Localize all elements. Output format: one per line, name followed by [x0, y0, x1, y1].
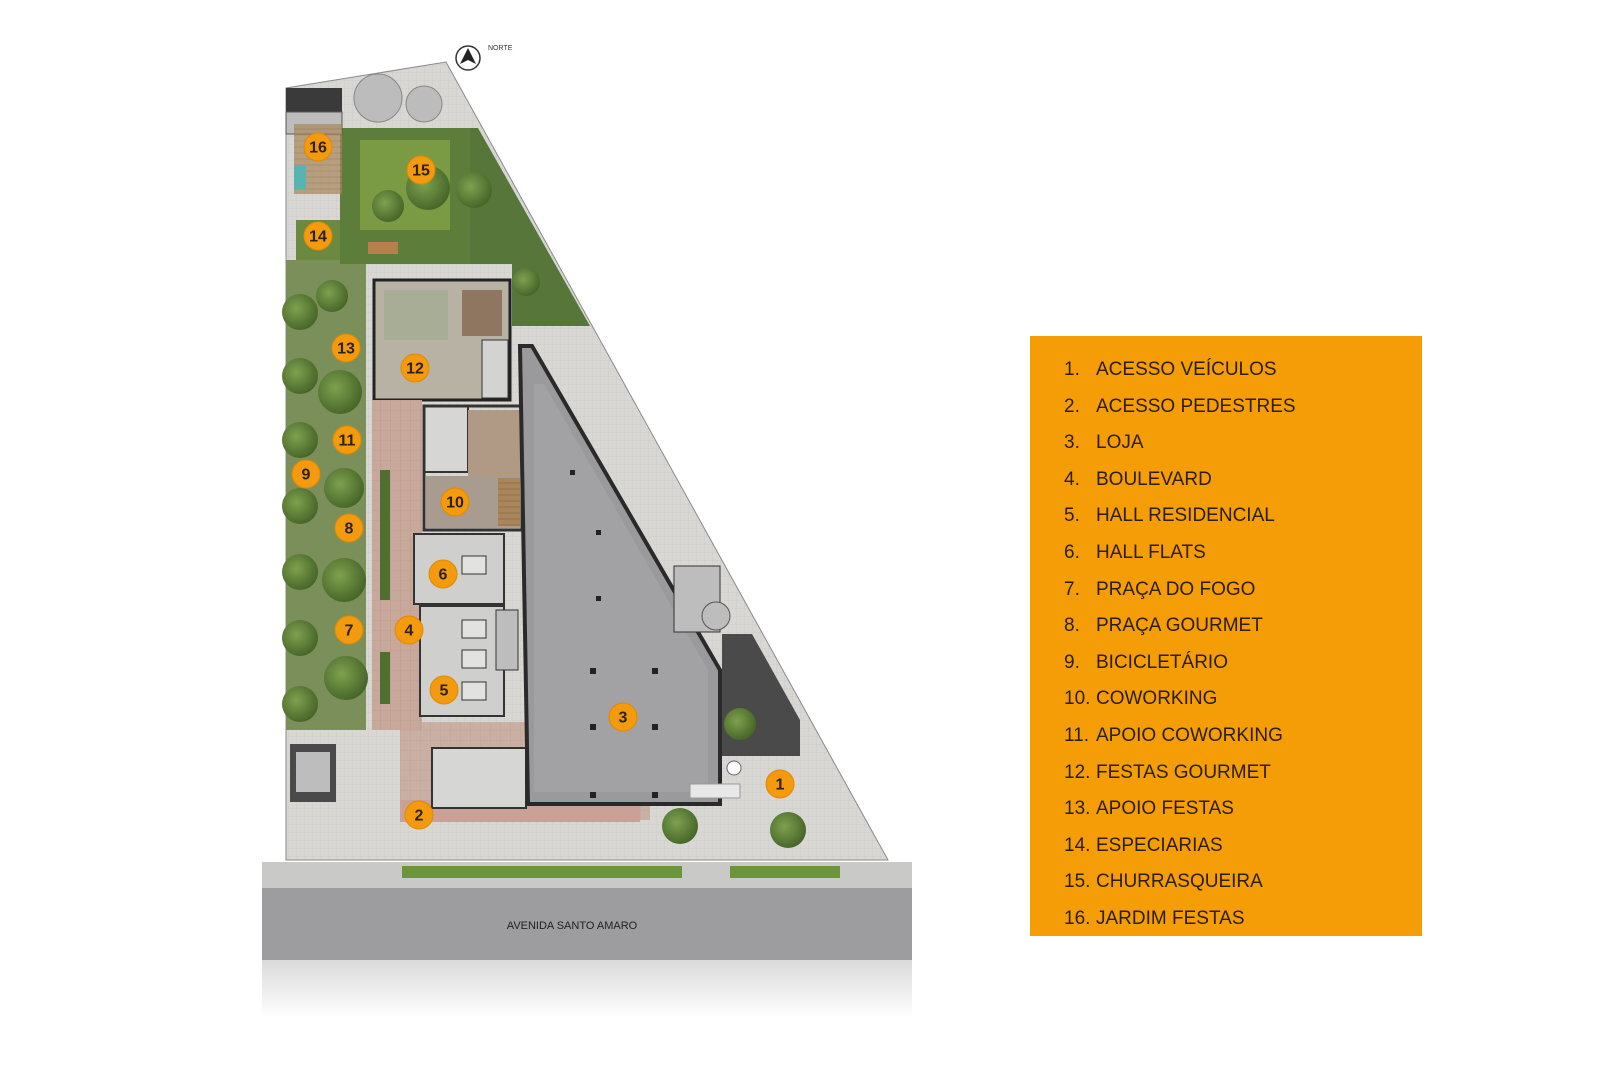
hall-flats-room [413, 533, 505, 605]
elevator [461, 649, 487, 669]
coworking-floor [468, 410, 520, 476]
road-shadow [262, 958, 912, 1018]
loja-interior [534, 384, 708, 792]
east-garden [470, 128, 590, 326]
front-lawn [730, 866, 840, 878]
column [590, 792, 596, 798]
crosswalk [689, 783, 741, 799]
svg-text:10: 10 [446, 495, 464, 512]
stairs [495, 609, 519, 671]
legend-item: 9.BICICLETÁRIO [1064, 651, 1228, 673]
marker-2[interactable]: 2 [404, 800, 434, 830]
legend-item: 8.PRAÇA GOURMET [1064, 615, 1263, 637]
svg-text:3: 3 [619, 710, 628, 727]
marker-1[interactable]: 1 [765, 769, 795, 799]
north-label: NORTE [488, 45, 513, 52]
water-tank-icon [353, 73, 403, 123]
left-utility-inner [296, 752, 330, 792]
column [652, 792, 658, 798]
water-tank-icon [405, 85, 443, 123]
svg-text:16: 16 [309, 140, 327, 157]
marker-13[interactable]: 13 [331, 333, 361, 363]
svg-text:12: 12 [406, 361, 424, 378]
service-block [431, 747, 527, 809]
svg-text:14: 14 [309, 229, 327, 246]
marker-12[interactable]: 12 [400, 353, 430, 383]
legend-item: 1.ACESSO VEÍCULOS [1064, 359, 1277, 380]
tree-row [282, 166, 806, 848]
legend-panel: 1.ACESSO VEÍCULOS 2.ACESSO PEDESTRES 3.L… [1030, 336, 1422, 936]
north-arrow-icon [455, 45, 481, 71]
svg-text:6: 6 [439, 567, 448, 584]
elevator [461, 619, 487, 639]
road [262, 888, 912, 960]
column [570, 470, 575, 475]
marker-9[interactable]: 9 [291, 459, 321, 489]
marker-7[interactable]: 7 [334, 615, 364, 645]
column [652, 668, 658, 674]
planter [380, 470, 390, 600]
marker-16[interactable]: 16 [303, 132, 333, 162]
apoio-festas-room [481, 339, 509, 399]
svg-text:4: 4 [405, 623, 414, 640]
legend-item: 3.LOJA [1064, 432, 1144, 454]
legend-item: 2.ACESSO PEDESTRES [1064, 395, 1296, 417]
column [596, 530, 601, 535]
marker-15[interactable]: 15 [406, 155, 436, 185]
svg-text:9: 9 [302, 467, 311, 484]
apoio-coworking-room [423, 405, 469, 473]
marker-14[interactable]: 14 [303, 221, 333, 251]
legend-item: 4.BOULEVARD [1064, 468, 1212, 490]
planter [380, 652, 390, 704]
bench [368, 242, 398, 254]
svg-text:1: 1 [776, 777, 785, 794]
column [652, 724, 658, 730]
column [590, 724, 596, 730]
svg-text:11: 11 [339, 433, 356, 450]
marker-4[interactable]: 4 [394, 615, 424, 645]
street-label: AVENIDA SANTO AMARO [507, 920, 638, 932]
accessibility-icon [726, 760, 742, 776]
legend-item: 12.FESTAS GOURMET [1064, 761, 1271, 783]
pool-tile [294, 165, 306, 189]
legend-item: 16.JARDIM FESTAS [1064, 907, 1245, 929]
legend-item: 15.CHURRASQUEIRA [1064, 871, 1263, 893]
festas-kitchen [462, 290, 502, 336]
svg-text:2: 2 [415, 808, 424, 825]
legend-item: 13.APOIO FESTAS [1064, 798, 1234, 820]
marker-10[interactable]: 10 [440, 487, 470, 517]
svg-text:7: 7 [345, 623, 354, 640]
legend-item: 10.COWORKING [1064, 688, 1218, 710]
site-plan: AVENIDA SANTO AMARO [262, 45, 912, 1018]
svg-text:8: 8 [345, 521, 354, 538]
tank-icon [701, 601, 731, 631]
coworking-deck [498, 478, 520, 526]
legend-item: 14.ESPECIARIAS [1064, 834, 1223, 856]
column [590, 668, 596, 674]
utility-block [286, 88, 342, 112]
legend-item: 11.APOIO COWORKING [1064, 724, 1283, 746]
legend-item: 6.HALL FLATS [1064, 541, 1206, 563]
svg-text:13: 13 [337, 341, 355, 358]
front-lawn [402, 866, 682, 878]
legend-item: 5.HALL RESIDENCIAL [1064, 505, 1275, 527]
marker-11[interactable]: 11 [332, 425, 362, 455]
marker-8[interactable]: 8 [334, 513, 364, 543]
column [596, 596, 601, 601]
legend-item: 7.PRAÇA DO FOGO [1064, 578, 1256, 600]
elevator [461, 681, 487, 701]
svg-text:5: 5 [440, 683, 449, 700]
marker-6[interactable]: 6 [428, 559, 458, 589]
marker-5[interactable]: 5 [429, 675, 459, 705]
legend-list: 1.ACESSO VEÍCULOS 2.ACESSO PEDESTRES 3.L… [1064, 352, 1422, 938]
marker-3[interactable]: 3 [608, 702, 638, 732]
elevator [461, 555, 487, 575]
festas-gourmet-interior [384, 290, 448, 340]
svg-text:15: 15 [412, 163, 430, 180]
